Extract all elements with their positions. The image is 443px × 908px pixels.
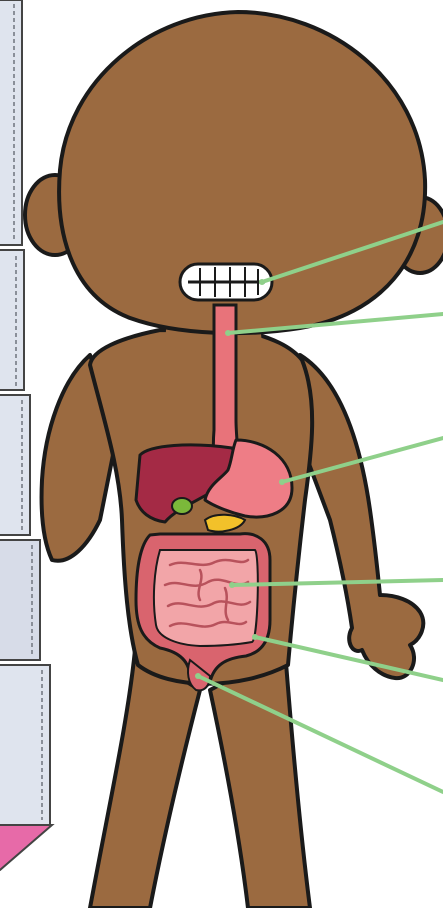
right-arm — [300, 355, 423, 678]
gallbladder — [172, 498, 192, 514]
left-leg — [90, 650, 200, 908]
mouth — [180, 264, 272, 300]
pink-corner-shape — [0, 825, 52, 870]
left-panel-strip — [0, 0, 52, 870]
